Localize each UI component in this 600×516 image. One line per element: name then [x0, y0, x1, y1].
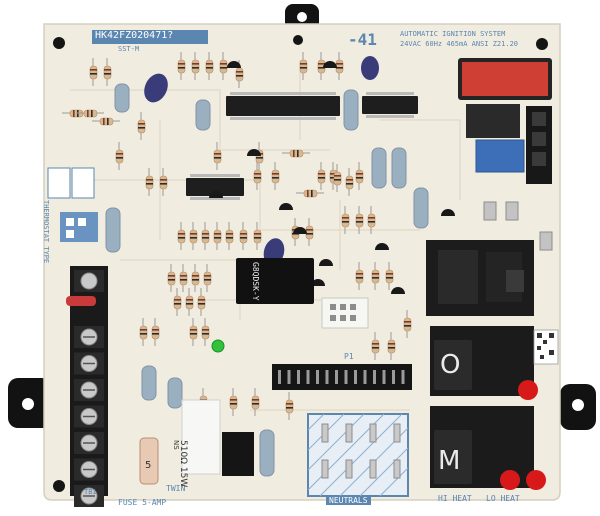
small-resistors	[62, 52, 412, 420]
thermostat-type-label: THERMOSTAT TYPE	[42, 200, 50, 264]
fuse-value: 5	[145, 460, 152, 471]
relay-large-lower	[430, 406, 534, 488]
rating-label: 24VAC 60Hz 465mA ANSI Z21.20	[400, 40, 519, 48]
neutrals-area	[307, 413, 409, 497]
dip-switch	[60, 212, 98, 242]
relay-small	[222, 432, 254, 476]
large-resistors	[105, 83, 429, 477]
relay-top-right	[458, 58, 552, 184]
integrated-circuits	[186, 96, 418, 196]
p1-pin-header	[272, 364, 412, 390]
tb1-label: TB1	[84, 488, 97, 496]
red-buttons	[500, 380, 546, 490]
twin-label: TWIN	[166, 484, 186, 493]
relay-large-upper	[426, 240, 534, 316]
relay-upper-model: G8QDSK-Y	[251, 262, 260, 301]
fuse-label: FUSE 5-AMP	[118, 498, 167, 507]
relay-letter-m: M	[438, 446, 461, 476]
qr-code	[533, 329, 559, 365]
part-number-label: HK42FZ020471?	[95, 30, 174, 41]
ic-pins	[190, 92, 414, 200]
spade-terminals	[483, 201, 553, 251]
p1-label: P1	[344, 352, 354, 361]
green-led	[211, 339, 225, 353]
relay-upper-body	[236, 258, 314, 304]
transistors	[209, 61, 455, 380]
fuse	[139, 437, 159, 485]
part-number-box	[92, 30, 208, 44]
system-title-label: AUTOMATIC IGNITION SYSTEM	[400, 30, 506, 38]
neutrals-label: NEUTRALS	[326, 496, 371, 505]
ceramic-resistor-tolerance: NS	[172, 440, 180, 450]
relay-large-middle	[430, 326, 534, 396]
hi-heat-label: HI HEAT	[438, 494, 472, 503]
relay-letter-o: O	[440, 350, 461, 380]
ceramic-resistor	[181, 399, 221, 475]
white-connector	[321, 297, 369, 329]
mounting-holes	[53, 35, 548, 492]
revision-label: -41	[348, 30, 377, 49]
code-label: SST-M	[118, 45, 140, 53]
lo-heat-label: LO HEAT	[486, 494, 520, 503]
